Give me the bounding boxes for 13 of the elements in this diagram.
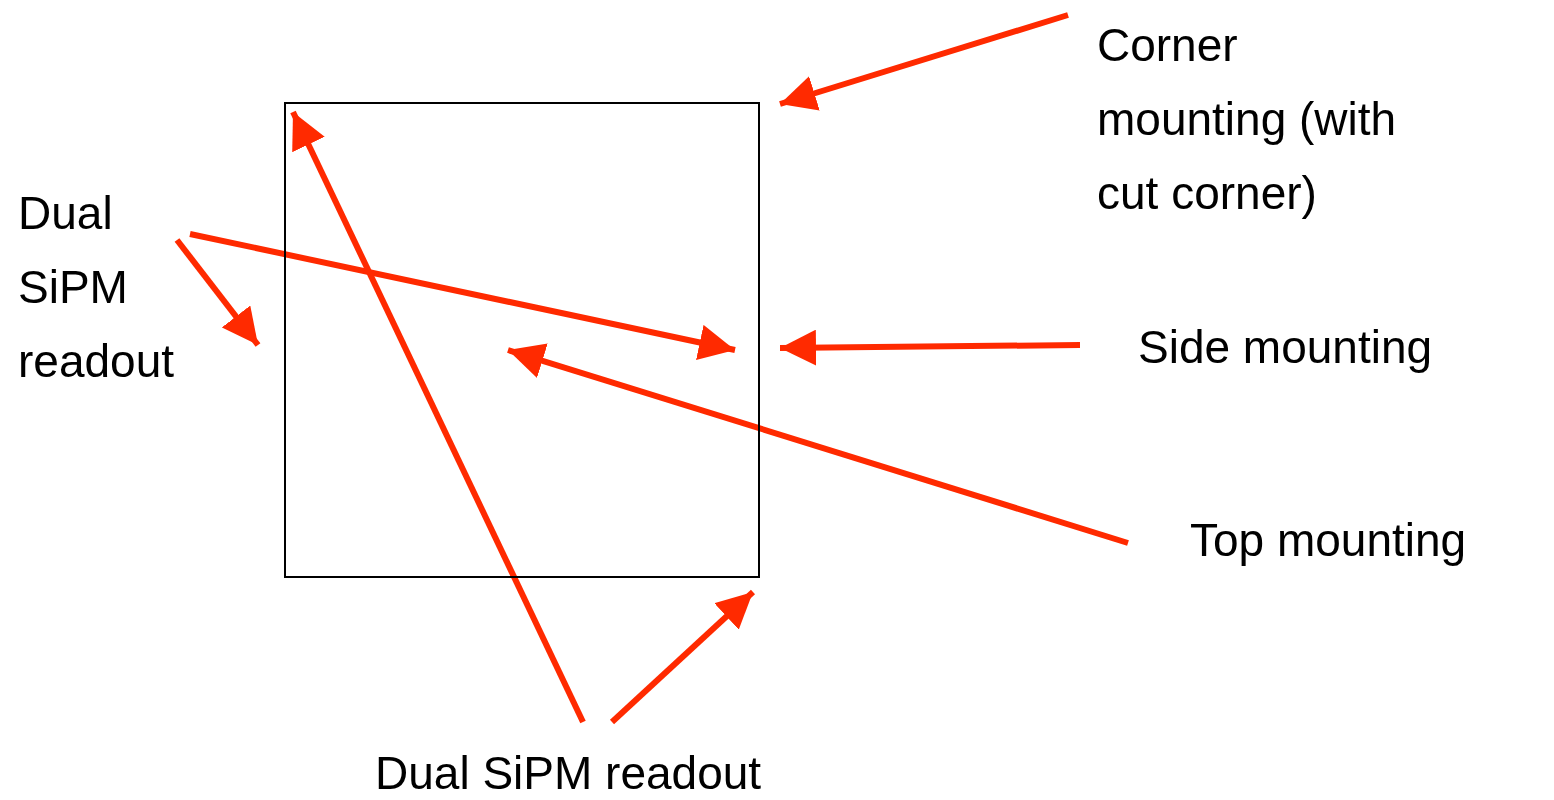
leader-arrow xyxy=(609,589,756,725)
leader-arrow xyxy=(779,12,1069,111)
callout-label: Corner mounting (with cut corner) xyxy=(1097,8,1427,230)
leader-arrow xyxy=(189,231,736,361)
leader-arrow xyxy=(779,329,1081,366)
callout-label: Dual SiPM readout xyxy=(375,736,895,800)
callout-label: Top mounting xyxy=(1190,503,1554,577)
callout-label: Dual SiPM readout xyxy=(18,176,233,398)
leader-arrow xyxy=(290,110,586,724)
leader-arrow xyxy=(174,238,261,347)
callout-label: Side mounting xyxy=(1138,310,1554,384)
leader-arrow xyxy=(507,343,1129,546)
square-outline xyxy=(284,102,760,578)
